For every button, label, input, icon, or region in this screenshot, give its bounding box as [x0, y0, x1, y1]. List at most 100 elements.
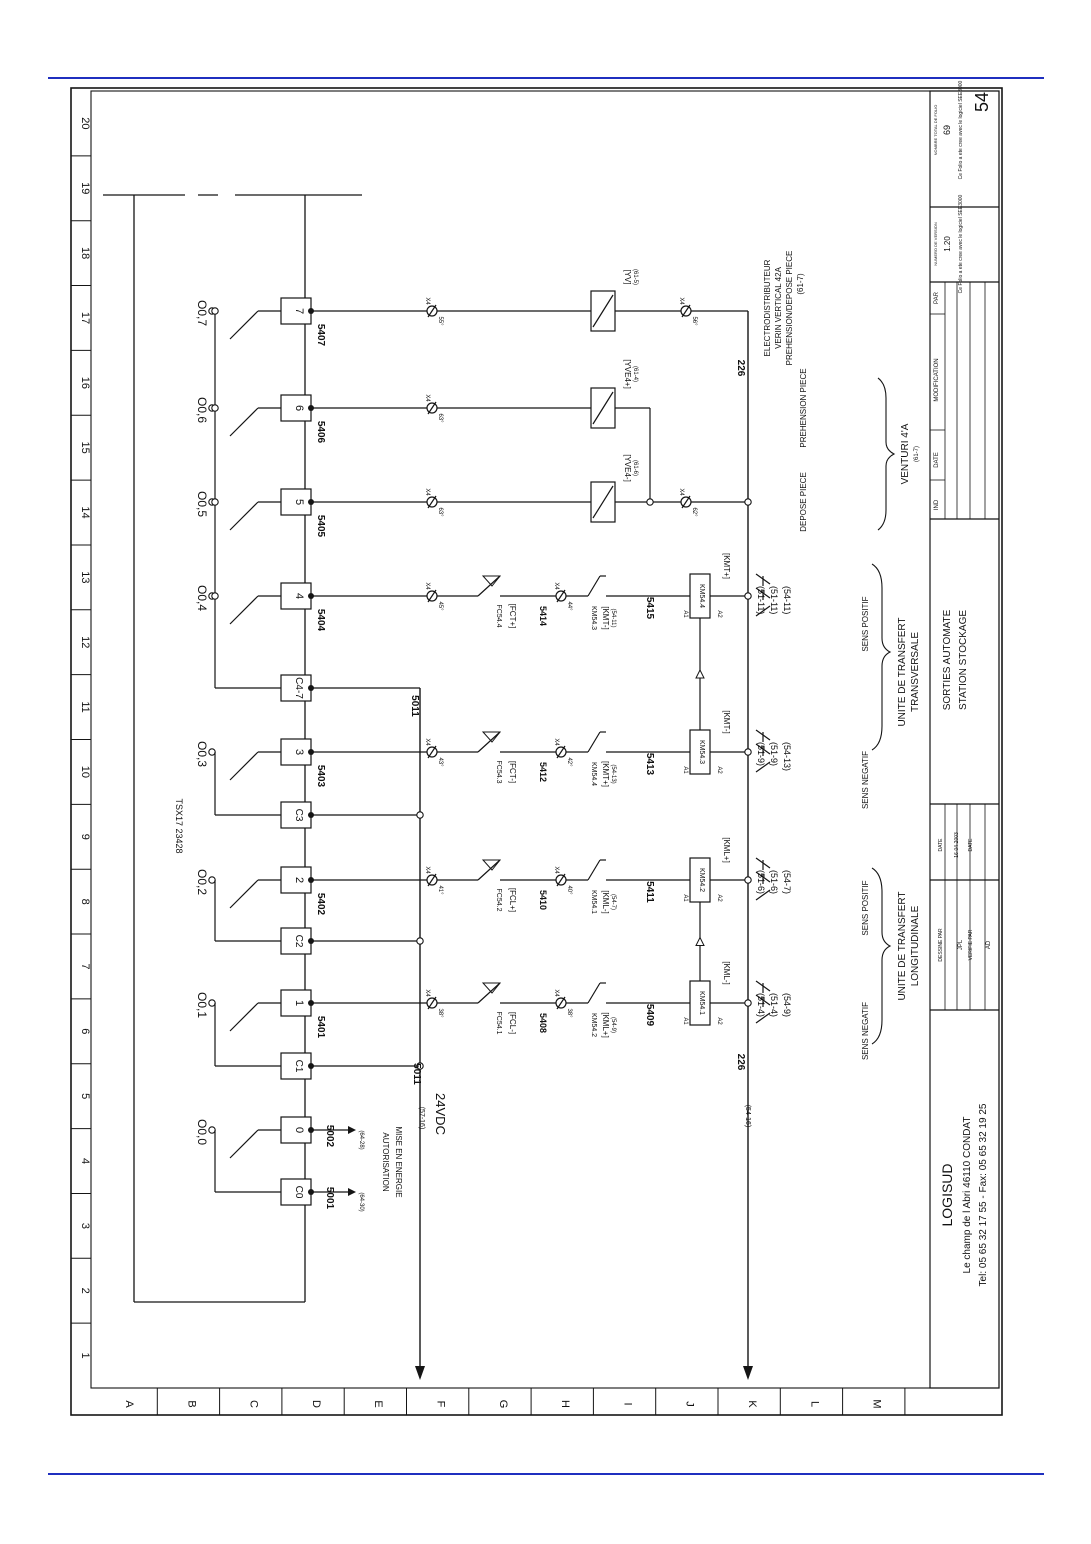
- junction-dot: [308, 1000, 314, 1006]
- interlock-contact-blade: [587, 575, 601, 597]
- contact-cross-reference: (51-6): [756, 870, 766, 894]
- junction-dot: [308, 685, 314, 691]
- junction-dot: [308, 405, 314, 411]
- footer-rule: [48, 1473, 1044, 1475]
- unit-label: TRANSVERSALE: [910, 632, 921, 712]
- terminal-number: 56°: [691, 316, 697, 326]
- bus-ring: [744, 999, 752, 1007]
- wire-number: 5415: [644, 597, 655, 620]
- contact-cross-reference: (54-13): [782, 742, 792, 771]
- output-contact-blade: [229, 310, 259, 340]
- column-number-14: 14: [79, 506, 91, 518]
- contact-pivot: [208, 1126, 216, 1134]
- bus-ring: [416, 937, 424, 945]
- contact-cross-reference: (51-11): [769, 586, 779, 614]
- interlock-contact-tag: [KML-]: [601, 890, 610, 914]
- rev-header-par: PAR: [934, 291, 940, 304]
- valve-function-label: VERIN VERTICAL 42A: [774, 266, 783, 348]
- terminal-slash: [556, 996, 566, 1010]
- direction-label: SENS NEGATIF: [861, 1002, 870, 1060]
- coil-pin-a1: A1: [682, 894, 688, 902]
- solenoid-slash: [592, 294, 614, 328]
- output-address-label: O0,0: [195, 1119, 209, 1145]
- solenoid-slash: [592, 485, 614, 519]
- output-terminal-number: 7: [293, 308, 305, 314]
- junction-dot: [308, 812, 314, 818]
- row-letter-M: M: [871, 1399, 883, 1408]
- direction-label: SENS NEGATIF: [861, 751, 870, 809]
- wire-number: 5011: [409, 695, 420, 717]
- terminal-strip-label: X4: [553, 582, 559, 590]
- wire-number: 5414: [538, 606, 548, 626]
- wire-number: 5410: [538, 890, 548, 910]
- cross-reference: (61-5): [632, 269, 638, 285]
- interlock-contact-tag: [KML+]: [601, 1012, 610, 1038]
- output-address-label: O0,1: [195, 992, 209, 1018]
- arrow-icon: [348, 1188, 356, 1196]
- row-letter-C: C: [248, 1400, 260, 1408]
- cross-reference: (54-7): [610, 894, 616, 910]
- common-terminal-C1: [280, 1052, 312, 1080]
- terminal-strip-label: X4: [424, 738, 430, 746]
- valve-tag: [YV]: [623, 269, 632, 284]
- wire-number: 5412: [538, 762, 548, 782]
- output-terminal-number: 3: [293, 749, 305, 755]
- terminal-strip-label: X4: [553, 866, 559, 874]
- interlock-contact-blade: [587, 859, 601, 881]
- wire-number: 226: [735, 1054, 746, 1071]
- coil-tag: [KMT+]: [722, 553, 731, 579]
- valve-tag: [YVE4+]: [623, 359, 632, 389]
- limit-switch-id: FC54.4: [495, 605, 502, 628]
- contact-pivot: [208, 748, 216, 756]
- row-letter-H: H: [559, 1400, 571, 1408]
- limit-switch-tag: [FCT-]: [508, 761, 517, 783]
- inner-border: [90, 90, 1000, 1389]
- interlock-contact-blade: [587, 731, 601, 753]
- common-tap-ring: [211, 307, 219, 315]
- coil-id: KM54.2: [698, 868, 705, 892]
- output-terminal-1: [280, 989, 312, 1017]
- column-number-15: 15: [79, 442, 91, 454]
- bus-ring: [744, 498, 752, 506]
- cross-reference: (61-6): [632, 460, 638, 476]
- terminal-slash: [427, 304, 437, 318]
- arrow-icon: [348, 1126, 356, 1134]
- terminal-number: 38°: [566, 1008, 572, 1018]
- output-address-label: O0,5: [195, 491, 209, 517]
- wire-number: 5406: [315, 421, 326, 444]
- common-tap-ring: [211, 592, 219, 600]
- column-number-10: 10: [79, 766, 91, 778]
- cross-reference: (64-30): [358, 1192, 364, 1211]
- terminal-strip-label: X4: [424, 582, 430, 590]
- wire-number: 5001: [324, 1187, 335, 1210]
- coil-pin-a2: A2: [716, 894, 722, 902]
- common-label: C1: [293, 1060, 304, 1073]
- date-label: DATE: [938, 838, 944, 852]
- terminal-number: 40°: [566, 885, 572, 895]
- cross-reference: (54-16): [744, 1105, 751, 1128]
- cross-reference: (54-9): [610, 1017, 616, 1033]
- checked-by: AD: [986, 940, 992, 949]
- wire-number: 5405: [315, 515, 326, 538]
- wire-number: 226: [735, 360, 746, 377]
- terminal-strip-label: X4: [678, 488, 684, 496]
- output-address-label: O0,6: [195, 397, 209, 423]
- valve-branches: 540563°X4[YVE4-](61-6)540663°X4[YVE4+](6…: [308, 269, 752, 538]
- sheet-number: 54: [972, 92, 992, 112]
- terminal-slash: [556, 745, 566, 759]
- version-number: 1.20: [943, 236, 952, 252]
- output-contact-blade: [229, 407, 259, 437]
- junction-ring: [646, 498, 654, 506]
- contact-cross-reference: (54-7): [782, 870, 792, 894]
- interlock-contact-id: KM54.4: [590, 762, 597, 786]
- coil-pin-a1: A1: [682, 1017, 688, 1025]
- contact-pivot: [208, 876, 216, 884]
- title-block-frame: [929, 90, 1000, 1389]
- output-contact-blade: [229, 595, 259, 625]
- cross-reference: (61-7): [914, 446, 920, 462]
- row-letter-E: E: [372, 1400, 384, 1407]
- terminal-slash: [681, 495, 691, 509]
